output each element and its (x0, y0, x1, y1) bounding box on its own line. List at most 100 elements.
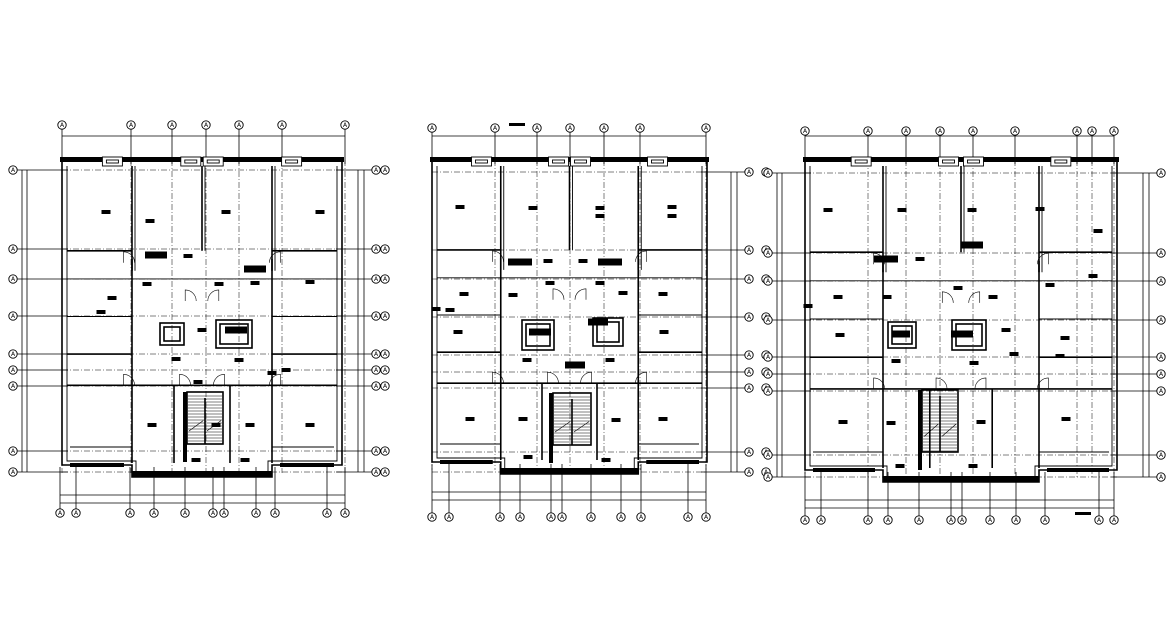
grid-bubble-icon: A (763, 352, 773, 362)
grid-bubble-icon: A (914, 515, 924, 525)
grid-bubble-label: A (971, 128, 976, 135)
grid-bubble-label: A (766, 388, 771, 395)
room-label (145, 219, 155, 223)
grid-bubble-circle (1156, 315, 1166, 325)
grid-bubble-icon: A (599, 123, 609, 133)
room-label (465, 417, 475, 421)
grid-bubble-icon: A (8, 244, 18, 254)
grid-bubble-label: A (1090, 128, 1095, 135)
grid-bubble-icon: A (167, 120, 177, 130)
grid-bubble-circle (1109, 515, 1119, 525)
grid-bubble-label: A (518, 514, 523, 521)
room-label (1088, 274, 1098, 278)
room-label (618, 291, 628, 295)
grid-bubble-label: A (273, 510, 278, 517)
interior-wall-outline (809, 166, 1113, 479)
grid-bubble-circle (1011, 515, 1021, 525)
elevator-shaft (887, 321, 917, 349)
window-sill (651, 159, 664, 164)
grid-bubble-icon: A (371, 446, 381, 456)
grid-bubble-icon: A (1109, 126, 1119, 136)
grid-bubble-circle (763, 386, 773, 396)
grid-bubble-circle (599, 123, 609, 133)
grid-bubble-icon: A (586, 512, 596, 522)
grid-bubble-circle (744, 167, 754, 177)
grid-bubble-circle (55, 508, 65, 518)
grid-bubble-circle (546, 512, 556, 522)
grid-bubble-icon: A (1156, 276, 1166, 286)
window-sill (285, 159, 299, 164)
grid-bubble-icon: A (380, 446, 390, 456)
grid-bubble-icon: A (340, 508, 350, 518)
grid-bubble-icon: A (800, 515, 810, 525)
grid-bubble-icon: A (800, 126, 810, 136)
room-label (101, 210, 111, 214)
grid-bubble-icon: A (744, 167, 754, 177)
room-label (245, 423, 255, 427)
grid-bubble-label: A (374, 469, 379, 476)
grid-bubble-icon: A (901, 126, 911, 136)
room-label (214, 282, 224, 286)
grid-bubble-circle (1156, 248, 1166, 258)
room-label (191, 458, 201, 462)
grid-bubble-circle (957, 515, 967, 525)
door-swing (492, 250, 504, 262)
room-label (281, 368, 291, 372)
exterior-wall-outline (61, 160, 343, 478)
grid-bubble-circle (277, 120, 287, 130)
room-label (183, 254, 193, 258)
stair-wall (549, 393, 553, 463)
grid-bubble-circle (1156, 369, 1166, 379)
grid-bubble-label: A (374, 246, 379, 253)
room-label (96, 310, 106, 314)
grid-bubble-label: A (686, 514, 691, 521)
grid-bubble-label: A (535, 125, 540, 132)
grid-bubble-circle (208, 508, 218, 518)
grid-bubble-label: A (747, 247, 752, 254)
grid-bubble-label: A (766, 170, 771, 177)
exterior-wall-outline (804, 160, 1118, 483)
grid-bubble-circle (800, 515, 810, 525)
grid-bubble-circle (763, 369, 773, 379)
grid-bubble-icon: A (1109, 515, 1119, 525)
grid-bubble-label: A (183, 510, 188, 517)
grid-bubble-icon: A (219, 508, 229, 518)
room-label (823, 208, 833, 212)
grid-bubble-icon: A (557, 512, 567, 522)
grid-bubble-icon: A (270, 508, 280, 518)
grid-bubble-icon: A (744, 245, 754, 255)
window-sill (854, 159, 868, 164)
grid-bubble-icon: A (371, 381, 381, 391)
elevator-shaft (592, 317, 624, 347)
grid-bubble-label: A (1159, 371, 1164, 378)
grid-bubble-label: A (764, 469, 769, 476)
grid-bubble-circle (1072, 126, 1082, 136)
exterior-wall-bottom (883, 476, 1039, 482)
room-label (578, 259, 588, 263)
grid-bubble-label: A (1159, 388, 1164, 395)
grid-bubble-label: A (374, 383, 379, 390)
grid-bubble-circle (1094, 515, 1104, 525)
grid-bubble-label: A (866, 128, 871, 135)
window-sill (552, 159, 565, 164)
grid-bubble-label: A (374, 351, 379, 358)
grid-bubble-circle (1156, 168, 1166, 178)
grid-bubble-icon: A (371, 365, 381, 375)
door-swing (207, 289, 220, 301)
grid-bubble-circle (1156, 472, 1166, 482)
grid-bubble-circle (946, 515, 956, 525)
grid-bubble-circle (701, 123, 711, 133)
door-swing (123, 251, 135, 263)
room-label (459, 292, 469, 296)
room-label (601, 458, 611, 462)
grid-bubble-icon: A (763, 276, 773, 286)
grid-bubble-label: A (803, 128, 808, 135)
room-label (1055, 354, 1065, 358)
room-label (595, 281, 605, 285)
room-label (1035, 207, 1045, 211)
grid-bubble-circle (744, 367, 754, 377)
grid-bubble-label: A (374, 167, 379, 174)
room-label (305, 423, 315, 427)
